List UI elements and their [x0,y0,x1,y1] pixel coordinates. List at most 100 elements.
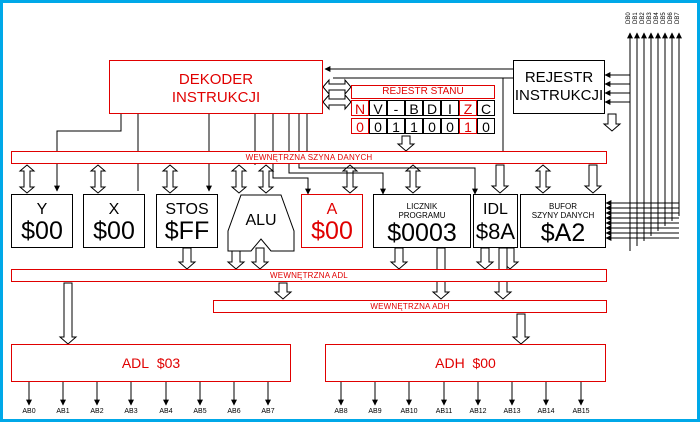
register-adl-arrow [389,247,409,270]
decoder-status-arrow [322,78,352,96]
address-line-label: AB6 [227,408,241,415]
adl-output: ADL $03 [11,344,291,382]
adl-output-value: $03 [156,355,181,371]
address-line-label: AB0 [22,408,36,415]
ir-arrow [602,113,622,132]
flag-c-name: C [477,100,495,117]
register-x-name: X [108,201,120,218]
address-line-label: AB4 [159,408,173,415]
address-line-label: AB13 [503,408,521,415]
internal-adl-bus: WEWNĘTRZNA ADL [11,269,607,282]
address-line-label: AB7 [261,408,275,415]
register-y: Y $00 [11,194,73,248]
instruction-register-label-2: INSTRUKCJI [514,87,604,104]
data-line-label: DB5 [661,12,667,24]
address-line-label: AB14 [537,408,555,415]
alu-label: ALU [245,212,277,229]
flag-i-value: 0 [441,118,459,135]
flag-z-value: 1 [459,118,477,135]
data-line-label: DB3 [647,12,653,24]
data-line-label: DB7 [675,12,681,24]
bus-alu-arrow [230,164,248,194]
bus-register-arrow [18,164,36,194]
adh-output: ADH $00 [325,344,606,382]
control-line-a [272,114,311,195]
register-stos-value: $FF [164,217,210,245]
program-counter-label-2: PROGRAMU [398,211,446,220]
address-line-label: AB5 [193,408,207,415]
address-line-label: AB15 [572,408,590,415]
instruction-register: REJESTR INSTRUKCJI [513,60,605,114]
instruction-decoder: DEKODER INSTRUKCJI [109,60,323,114]
flag-d-name: D [423,100,441,117]
flag-b-name: B [405,100,423,117]
status-bus-arrow [396,135,416,152]
bus-register-arrow [161,164,179,194]
register-idl: IDL $8A [473,194,518,248]
address-line-label: AB9 [368,408,382,415]
address-line-label: AB11 [435,408,453,415]
bus-register-arrow [404,164,422,194]
data-line-label: DB1 [633,12,639,24]
register-idl-value: $8A [475,219,516,244]
flag-v-value: 0 [369,118,387,135]
flag-v-name: V [369,100,387,117]
register-adl-arrow [177,247,197,270]
address-line-label: AB2 [90,408,104,415]
flag-n-name: N [351,100,369,117]
data-line-label: DB0 [626,12,632,24]
flag-c-value: 0 [477,118,495,135]
adl-adh-arrow [273,282,293,300]
flag-b-value: 1 [405,118,423,135]
data-bus-buffer-label-1: BUFOR [549,202,577,211]
register-a-name: A [326,201,338,218]
alu-unit [227,194,295,252]
flag-n-value: 0 [351,118,369,135]
decoder-label-1: DEKODER [178,71,254,88]
instruction-register-label-1: REJESTR [524,69,594,86]
control-line-idl [298,114,478,195]
flag-i-name: I [441,100,459,117]
control-line-pc [288,114,386,195]
flag-z-name: Z [459,100,477,117]
bus-register-arrow [89,164,107,194]
adl-output-arrow [58,282,78,345]
register-a: A $00 [301,194,363,248]
register-y-value: $00 [21,217,63,245]
adh-output-arrow [511,313,531,345]
register-adl-arrow [475,247,495,270]
flag-unused-value: 1 [387,118,405,135]
register-x-value: $00 [93,217,135,245]
address-line-label: AB8 [334,408,348,415]
bus-buffer-arrow [583,164,603,194]
register-x: X $00 [83,194,145,248]
status-register-title: REJESTR STANU [351,85,495,99]
address-line-label: AB10 [400,408,418,415]
decoder-label-2: INSTRUKCJI [171,89,261,106]
adh-output-value: $00 [472,355,496,371]
program-counter-value: $0003 [387,219,457,247]
bus-register-arrow [257,164,275,194]
decoder-status-arrow-2 [322,93,352,111]
adh-output-label: ADH [435,355,465,371]
register-adl-arrow [250,247,270,270]
data-bus-buffer: BUFOR SZYNY DANYCH $A2 [520,194,606,248]
wiring-diagram [18,32,682,406]
adl-output-label: ADL [121,355,150,371]
program-counter-label-1: LICZNIK [406,202,438,211]
flag-unused-name: - [387,100,405,117]
address-line-label: AB1 [56,408,70,415]
register-stos-name: STOS [165,201,209,218]
data-line-label: DB6 [668,12,674,24]
internal-data-bus: WEWNĘTRZNA SZYNA DANYCH [11,151,607,164]
register-a-value: $00 [311,217,353,245]
address-line-label: AB12 [469,408,487,415]
data-line-label: DB4 [654,12,660,24]
register-stos: STOS $FF [156,194,218,248]
bus-register-arrow [341,164,359,194]
program-counter: LICZNIK PROGRAMU $0003 [373,194,471,248]
data-bus-buffer-value: $A2 [540,219,586,247]
